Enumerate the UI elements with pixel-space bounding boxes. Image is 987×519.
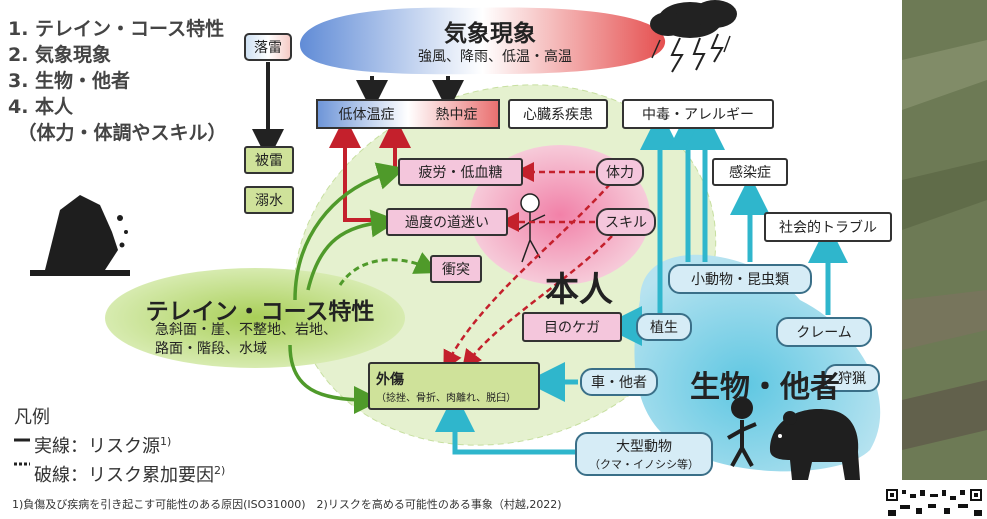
label-teitaion: 低体温症: [338, 107, 395, 123]
box-skill: スキル: [596, 208, 656, 236]
ogata-sub: （クマ・イノシシ等）: [589, 458, 699, 471]
terrain-desc-line1: 急斜面・崖、不整地、岩地、: [155, 322, 337, 338]
stick-figure-icon: [517, 193, 546, 263]
box-hirou: 疲労・低血糖: [398, 158, 523, 186]
label-necchu: 熱中症: [435, 107, 478, 123]
person-icon: [727, 397, 757, 467]
box-ogata: 大型動物 （クマ・イノシシ等）: [575, 432, 713, 476]
terrain-desc-line2: 路面・階段、水域: [155, 341, 267, 357]
terrain-title: テレイン・コース特性: [145, 299, 375, 325]
footnote: 1)負傷及び疾病を引き起こす可能性のある原因(ISO31000) 2)リスクを高…: [12, 498, 562, 511]
qr-code: [884, 487, 984, 519]
box-kando: 過度の道迷い: [386, 208, 508, 236]
ogata-title: 大型動物: [616, 439, 672, 455]
box-shototsu: 衝突: [430, 255, 482, 283]
seibutsu-label: 生物・他者: [690, 370, 840, 405]
box-kuruma: 車・他者: [580, 368, 658, 396]
box-shokusei: 植生: [636, 313, 692, 341]
box-shuryo: 狩猟: [824, 364, 880, 392]
category-item: 1. テレイン・コース特性: [8, 18, 225, 40]
legend-dashed-sup: 2): [214, 464, 226, 477]
rock-cliff-icon: [30, 195, 130, 276]
legend-dashed: 破線：リスク累加要因2): [14, 459, 254, 488]
box-gaisho: 外傷 （捻挫、骨折、肉離れ、脱臼）: [368, 362, 540, 410]
box-shinzo: 心臓系疾患: [508, 99, 608, 129]
legend: 凡例 実線：リスク源1) 破線：リスク累加要因2): [14, 406, 254, 488]
forest-photo: [902, 0, 987, 480]
bear-icon: [770, 409, 860, 480]
category-item: 4. 本人: [8, 96, 74, 118]
storm-cloud-icon: [650, 0, 737, 73]
box-me: 目のケガ: [522, 312, 622, 342]
weather-title: 気象現象: [444, 21, 536, 47]
category-item: 2. 気象現象: [8, 44, 112, 66]
terrain-desc: 急斜面・崖、不整地、岩地、 路面・階段、水域: [155, 321, 395, 359]
box-shakai: 社会的トラブル: [764, 212, 892, 242]
legend-solid-label: 実線：リスク源: [34, 436, 160, 457]
legend-solid-sup: 1): [160, 435, 172, 448]
weather-cloud: [300, 7, 666, 75]
box-teitai-necchu: 低体温症 熱中症: [316, 99, 500, 129]
honin-label: 本人: [545, 270, 613, 310]
box-chudoku: 中毒・アレルギー: [622, 99, 774, 129]
box-dekisui: 溺水: [244, 186, 294, 214]
category-item: （体力・体調やスキル）: [8, 122, 227, 144]
category-list: 1. テレイン・コース特性 2. 気象現象 3. 生物・他者 4. 本人 （体力…: [8, 16, 258, 146]
category-item: 3. 生物・他者: [8, 70, 131, 92]
box-kodobutsu: 小動物・昆虫類: [668, 264, 812, 294]
box-claim: クレーム: [776, 317, 872, 347]
box-kansen: 感染症: [712, 158, 788, 186]
box-rakurai: 落雷: [244, 33, 292, 61]
box-tairyoku: 体力: [596, 158, 644, 186]
weather-subtitle: 強風、降雨、低温・高温: [418, 49, 572, 65]
legend-title: 凡例: [14, 407, 50, 428]
gaisho-title: 外傷: [376, 371, 404, 388]
terrain-blob: [105, 268, 405, 368]
legend-solid: 実線：リスク源1): [14, 430, 254, 459]
gaisho-sub: （捻挫、骨折、肉離れ、脱臼）: [376, 392, 517, 404]
box-hirai: 被雷: [244, 146, 294, 174]
legend-dashed-label: 破線：リスク累加要因: [34, 465, 214, 486]
